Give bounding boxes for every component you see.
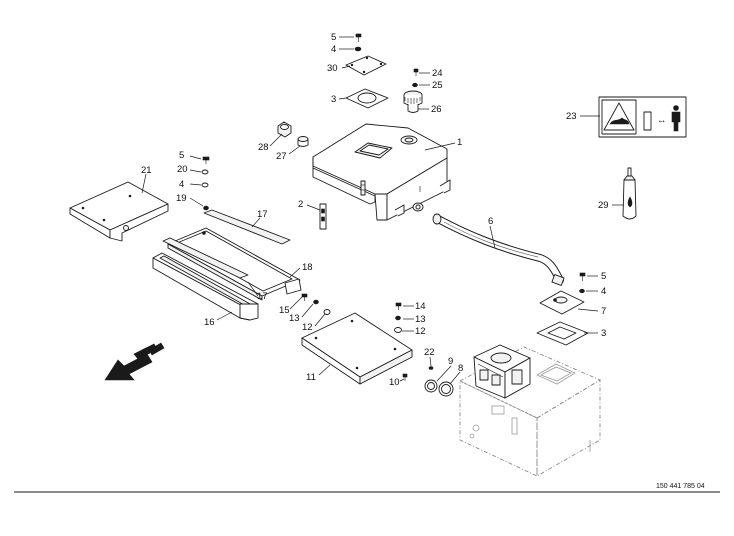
decal-arrow-icon: ↔ bbox=[657, 115, 667, 126]
hydraulic-oil-tank bbox=[312, 123, 451, 221]
callout-27: 27 bbox=[276, 151, 287, 162]
cover-screw-top bbox=[355, 33, 362, 42]
leader-lines bbox=[141, 36, 624, 385]
callout-6: 6 bbox=[488, 216, 493, 227]
callout-3: 3 bbox=[331, 94, 336, 105]
callout-16: 16 bbox=[204, 317, 215, 328]
washer-left bbox=[201, 182, 209, 188]
callout-3-right: 3 bbox=[601, 328, 606, 339]
seal-ring bbox=[424, 379, 438, 393]
cover-gasket-top bbox=[345, 88, 389, 109]
sealant-tube bbox=[622, 167, 637, 220]
flange-gasket-right bbox=[536, 321, 589, 346]
callout-17-upper: 17 bbox=[257, 209, 268, 220]
rail-washer bbox=[313, 299, 319, 305]
breather-filler-cap bbox=[403, 90, 423, 113]
rubber-strip-upper bbox=[203, 209, 291, 245]
plate-screw-left bbox=[202, 156, 210, 164]
callout-23: 23 bbox=[566, 111, 577, 122]
oil-level-sight-gauge bbox=[319, 203, 327, 230]
rail-spacer bbox=[323, 309, 331, 315]
callout-12-right: 12 bbox=[415, 326, 426, 337]
callout-4-right: 4 bbox=[601, 286, 606, 297]
plug-screw bbox=[428, 366, 434, 370]
travel-direction-arrow bbox=[104, 342, 165, 381]
cover-plate-lower bbox=[301, 312, 413, 385]
spacer-left bbox=[201, 169, 209, 175]
callout-21: 21 bbox=[141, 165, 152, 176]
callout-8: 8 bbox=[458, 363, 463, 374]
callout-30: 30 bbox=[327, 63, 338, 74]
channel-rail bbox=[152, 252, 259, 321]
callout-5-right: 5 bbox=[601, 271, 606, 282]
callout-11: 11 bbox=[306, 372, 316, 383]
callout-7: 7 bbox=[601, 306, 606, 317]
drain-screw bbox=[402, 373, 408, 381]
callout-10: 10 bbox=[389, 377, 400, 388]
callout-14: 14 bbox=[415, 301, 426, 312]
plug-part bbox=[297, 136, 309, 147]
callout-2: 2 bbox=[298, 199, 303, 210]
hydraulic-pump-unit bbox=[473, 344, 531, 399]
plate-washer-right bbox=[395, 315, 401, 321]
callout-17-lower: 17 bbox=[257, 291, 268, 302]
lid-washer-right bbox=[579, 288, 585, 294]
lid-screw-right bbox=[579, 272, 586, 281]
callout-4-left: 4 bbox=[179, 179, 184, 190]
cover-washer-top bbox=[354, 46, 362, 52]
rubber-strip-lower bbox=[162, 237, 249, 279]
warning-decal: ↔ bbox=[598, 96, 687, 138]
callout-26: 26 bbox=[431, 104, 442, 115]
rail-screw bbox=[301, 293, 308, 301]
callout-13-left: 13 bbox=[289, 313, 300, 324]
plate-screw-right bbox=[395, 302, 402, 310]
filler-screw bbox=[413, 68, 419, 76]
tank-cover-plate bbox=[345, 55, 387, 76]
callout-19: 19 bbox=[176, 193, 187, 204]
callout-13-right: 13 bbox=[415, 314, 426, 325]
suction-hose bbox=[432, 213, 565, 286]
callout-4: 4 bbox=[331, 44, 336, 55]
callout-5-left: 5 bbox=[179, 150, 184, 161]
callout-22: 22 bbox=[424, 347, 435, 358]
support-rail bbox=[167, 227, 302, 301]
bushing-part bbox=[277, 121, 292, 138]
nut-left bbox=[203, 205, 209, 211]
callout-15: 15 bbox=[279, 305, 290, 316]
plate-spacer-right bbox=[394, 327, 402, 333]
callout-25: 25 bbox=[432, 80, 443, 91]
tank-cover-plate-left bbox=[69, 181, 169, 242]
callout-20: 20 bbox=[177, 164, 188, 175]
suction-flange-cover bbox=[539, 290, 585, 315]
callout-5: 5 bbox=[331, 32, 336, 43]
filler-washer bbox=[412, 82, 418, 88]
callout-18: 18 bbox=[302, 262, 313, 273]
callout-12-left: 12 bbox=[302, 322, 313, 333]
callout-9: 9 bbox=[448, 356, 453, 367]
callout-24: 24 bbox=[432, 68, 443, 79]
callout-29: 29 bbox=[598, 200, 609, 211]
inspection-cover bbox=[438, 381, 454, 397]
callout-28: 28 bbox=[258, 142, 269, 153]
callout-labels: 5 4 30 3 24 25 26 28 27 1 2 6 23 29 5 4 … bbox=[141, 32, 609, 388]
document-number: 150 441 785 04 bbox=[656, 483, 705, 490]
callout-1: 1 bbox=[457, 137, 462, 148]
